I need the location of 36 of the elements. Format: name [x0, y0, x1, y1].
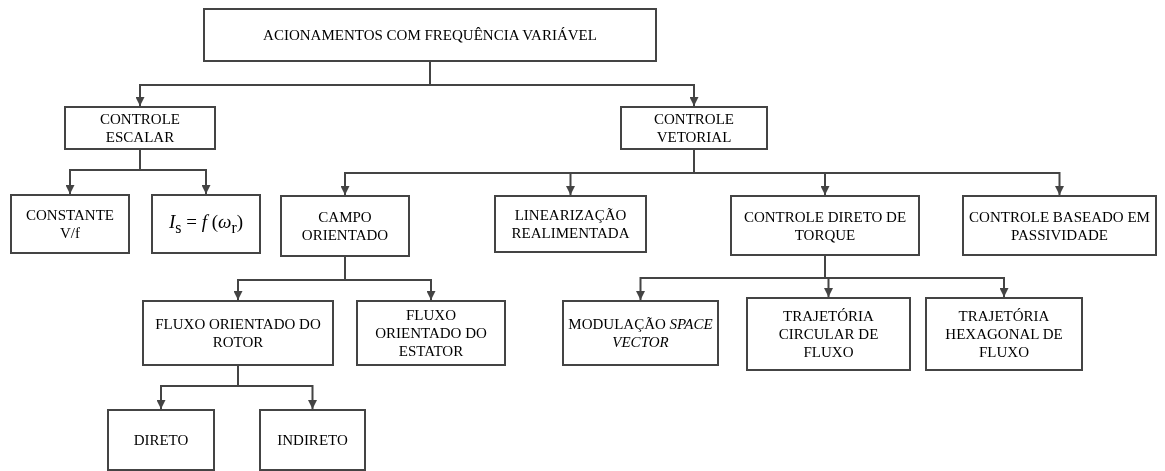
arrow [237, 365, 317, 410]
node-label: CONTROLE DIRETO DE TORQUE [742, 207, 908, 244]
arrow [429, 61, 699, 107]
process-box [962, 195, 1157, 256]
arrow [344, 256, 436, 301]
node-label: CONTROLE VETORIAL [653, 110, 735, 146]
node-label: TRAJETÓRIA HEXAGONAL DE FLUXO [944, 307, 1064, 361]
node-label: CAMPO ORIENTADO [300, 208, 390, 244]
node-label: DIRETO [133, 431, 189, 449]
node-label: ACIONAMENTOS COM FREQUÊNCIA VARIÁVEL [263, 26, 597, 44]
process-box [203, 8, 657, 62]
process-box [730, 195, 920, 256]
node-label: CONTROLE BASEADO EM PASSIVIDADE [968, 207, 1151, 244]
process-box [925, 297, 1083, 371]
process-box [142, 300, 334, 366]
process-box [10, 194, 130, 254]
process-box [107, 409, 215, 471]
process-box [562, 300, 719, 366]
node-label: INDIRETO [277, 431, 348, 449]
formula-text: I$_{s}$ = f (ω$_{r}$) [168, 210, 244, 238]
process-box [64, 106, 216, 150]
process-box [494, 195, 647, 253]
process-box [356, 300, 506, 366]
process-box [746, 297, 911, 371]
node-label: FLUXO ORIENTADO DO ROTOR [154, 315, 322, 351]
node-label: MODULAÇÃO SPACE VECTOR [568, 315, 713, 351]
node-label: CONSTANTE V/f [25, 206, 115, 242]
process-box [151, 194, 261, 254]
node-label: LINEARIZAÇÃO REALIMENTADA [510, 206, 631, 242]
node-label: TRAJETÓRIA CIRCULAR DE FLUXO [777, 307, 880, 361]
node-label: FLUXO ORIENTADO DO ESTATOR [374, 306, 488, 360]
process-box [620, 106, 768, 150]
arrow [824, 255, 1009, 298]
process-box [280, 195, 410, 257]
node-label: CONTROLE ESCALAR [99, 110, 181, 146]
process-box [259, 409, 366, 471]
